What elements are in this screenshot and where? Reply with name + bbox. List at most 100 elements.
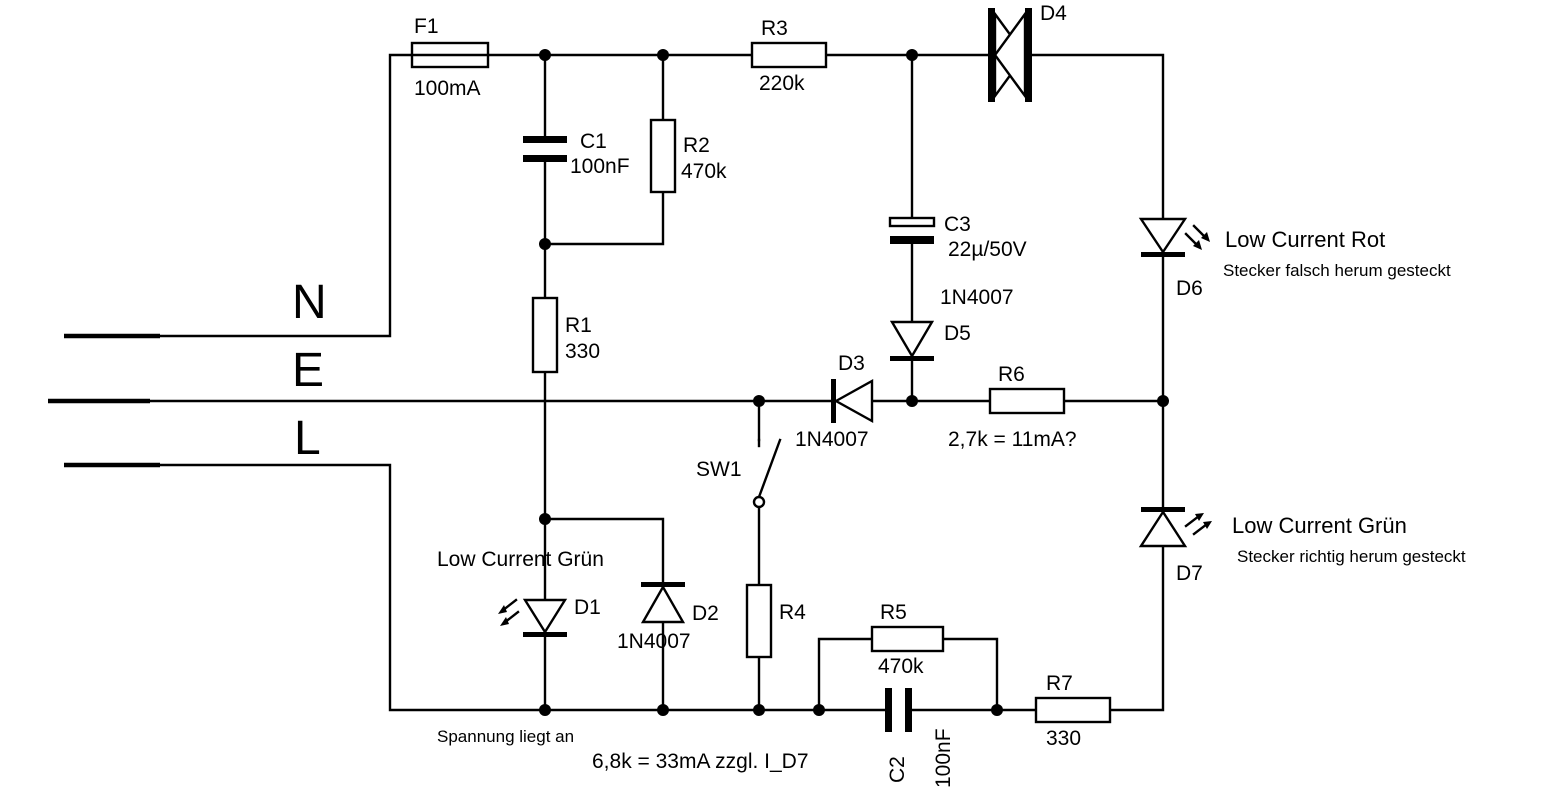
resistor-r7-value: 330 (1046, 727, 1081, 750)
diode-d2: D2 1N4007 (617, 582, 719, 653)
resistor-r6-body (988, 387, 1066, 415)
led-d7-triangle (1138, 509, 1188, 548)
capacitor-c1-plate-bottom (523, 155, 567, 162)
diode-d4-triangle-2 (993, 10, 1027, 100)
capacitor-c1-plate-top (523, 136, 567, 143)
resistor-r5-ref: R5 (880, 601, 907, 624)
diode-d4: D4 (988, 2, 1067, 102)
led-d1-ref: D1 (574, 596, 601, 619)
resistor-r2-body (649, 118, 677, 194)
diode-d3-triangle (833, 378, 874, 424)
led-d6: Low Current Rot Stecker falsch herum ges… (1138, 217, 1451, 300)
resistor-r6-ref: R6 (998, 363, 1025, 386)
wires (148, 53, 1165, 712)
diode-d3-cathode (831, 379, 836, 423)
diode-d5-cathode (890, 356, 934, 361)
junction-dot (813, 704, 825, 716)
capacitor-c2: C2 100nF (885, 688, 955, 788)
diode-d5-triangle (889, 320, 935, 359)
capacitor-c2-plate-right (905, 688, 912, 732)
wire-r2-bottom (543, 190, 665, 246)
resistor-r3: R3 220k (750, 17, 828, 95)
capacitor-c2-plate-left (885, 688, 892, 732)
switch-sw1-pivot (752, 495, 766, 509)
resistor-r6-value: 2,7k = 11mA? (948, 428, 1077, 451)
led-d6-ray-1-head (1193, 240, 1202, 250)
led-d6-description: Low Current Rot (1225, 227, 1385, 252)
diode-d5: 1N4007 D5 (889, 286, 1014, 361)
led-d7: Low Current Grün Stecker richtig herum g… (1138, 507, 1466, 585)
diode-d3: D3 1N4007 (795, 352, 874, 451)
l-terminal-label: L (294, 412, 321, 465)
diode-d4-ref: D4 (1040, 2, 1067, 25)
junction-dot (906, 395, 918, 407)
resistor-r4: R4 (745, 583, 806, 659)
capacitor-c3-ref: C3 (944, 213, 971, 236)
led-d7-ray-1-head (1195, 513, 1204, 521)
wire-l-bottom (158, 463, 891, 712)
led-d7-note: Stecker richtig herum gesteckt (1237, 547, 1466, 566)
resistor-r5-body (870, 625, 945, 653)
resistor-r1-value: 330 (565, 340, 600, 363)
diode-d5-ref: D5 (944, 322, 971, 345)
capacitor-c2-value: 100nF (932, 728, 955, 788)
capacitor-c1-ref: C1 (580, 130, 607, 153)
capacitor-c1-value: 100nF (570, 155, 630, 178)
resistor-r2: R2 470k (649, 118, 727, 194)
junction-dot (657, 704, 669, 716)
junction-dot (906, 49, 918, 61)
capacitor-c2-ref: C2 (886, 756, 909, 783)
led-d6-note: Stecker falsch herum gesteckt (1223, 261, 1451, 280)
junction-dot (539, 49, 551, 61)
junction-dot (1157, 395, 1169, 407)
led-d6-triangle (1138, 217, 1188, 255)
led-d6-ref: D6 (1176, 277, 1203, 300)
led-d1-cathode (523, 632, 567, 637)
diode-d2-triangle (640, 584, 686, 624)
note-spannung: Spannung liegt an (437, 727, 574, 746)
junction-dot (753, 395, 765, 407)
led-d7-description: Low Current Grün (1232, 513, 1407, 538)
resistor-r2-ref: R2 (683, 134, 710, 157)
led-d1-description: Low Current Grün (437, 548, 604, 571)
resistor-r2-value: 470k (681, 160, 727, 183)
resistor-r1: R1 330 (531, 296, 600, 374)
capacitor-c3-plate-positive (888, 216, 936, 228)
resistor-r7-body (1034, 696, 1112, 724)
fuse-f1: F1 100mA (410, 15, 490, 100)
led-d7-cathode (1141, 507, 1185, 512)
resistor-r5: R5 470k (870, 601, 945, 678)
capacitor-c1: C1 100nF (523, 130, 630, 178)
n-terminal-label: N (292, 276, 327, 329)
wire-top-right (1028, 53, 1165, 220)
resistor-r3-body (750, 41, 828, 69)
resistor-r7-ref: R7 (1046, 672, 1073, 695)
resistor-r3-value: 220k (759, 72, 805, 95)
resistor-r1-body (531, 296, 559, 374)
junction-dot (657, 49, 669, 61)
wire-d7-r7 (1108, 546, 1165, 712)
led-d7-ray-2 (1192, 522, 1209, 536)
junction-dot (539, 704, 551, 716)
wire-r5-right (941, 637, 999, 712)
junction-dot (753, 704, 765, 716)
resistor-r4-body (745, 583, 773, 659)
diode-d2-cathode (641, 582, 685, 587)
diode-d3-ref: D3 (838, 352, 865, 375)
diode-d2-value: 1N4007 (617, 630, 691, 653)
led-d6-ray-2-head (1201, 232, 1210, 242)
e-terminal-label: E (292, 344, 324, 397)
led-d1-ray-2-head (498, 605, 507, 614)
mains-terminals: N E L (48, 276, 327, 468)
wire-r5-left (817, 637, 874, 712)
junctions (539, 49, 1169, 716)
junction-dot (539, 513, 551, 525)
led-d1: Low Current Grün D1 (437, 548, 604, 637)
resistor-r3-ref: R3 (761, 17, 788, 40)
wire-n (158, 53, 414, 338)
led-d7-ray-1 (1184, 514, 1201, 528)
switch-sw1: SW1 (696, 438, 782, 509)
diode-d2-ref: D2 (692, 602, 719, 625)
resistor-r7: R7 330 (1034, 672, 1112, 750)
